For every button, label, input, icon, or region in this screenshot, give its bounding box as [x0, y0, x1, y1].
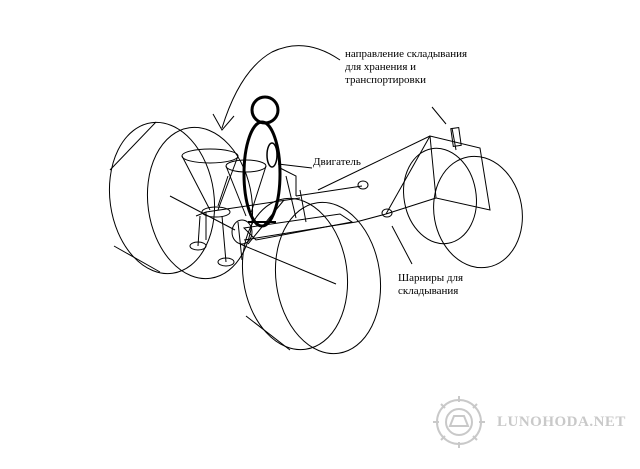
label-folding-direction-line-3: транспортировки — [345, 74, 426, 86]
right-wheel — [403, 126, 523, 269]
label-hinges-line-1: Шарниры для — [398, 272, 464, 284]
seat-rear — [181, 148, 239, 267]
driver-figure — [242, 95, 282, 228]
watermark-text: LUNOHODA.NET — [497, 414, 626, 430]
hinge-upper — [357, 180, 369, 190]
frame — [195, 135, 437, 241]
folding-direction-arrow — [212, 45, 447, 131]
label-hinges-line-2: складывания — [398, 285, 459, 297]
label-folding-direction-line-1: направление складывания — [345, 48, 468, 60]
label-hinges: Шарниры для складывания — [398, 272, 463, 298]
label-folding-direction-line-2: для хранения и — [345, 61, 417, 73]
rear-left-wheel — [108, 121, 254, 280]
label-folding-direction: направление складывания для хранения и т… — [345, 48, 467, 87]
hinge-lower — [381, 208, 393, 218]
label-engine: Двигатель — [313, 156, 361, 168]
folding-hinges — [357, 180, 413, 265]
seat-front — [225, 159, 267, 261]
watermark-logo — [433, 396, 485, 448]
front-left-wheel — [239, 197, 382, 355]
engine — [277, 163, 313, 196]
